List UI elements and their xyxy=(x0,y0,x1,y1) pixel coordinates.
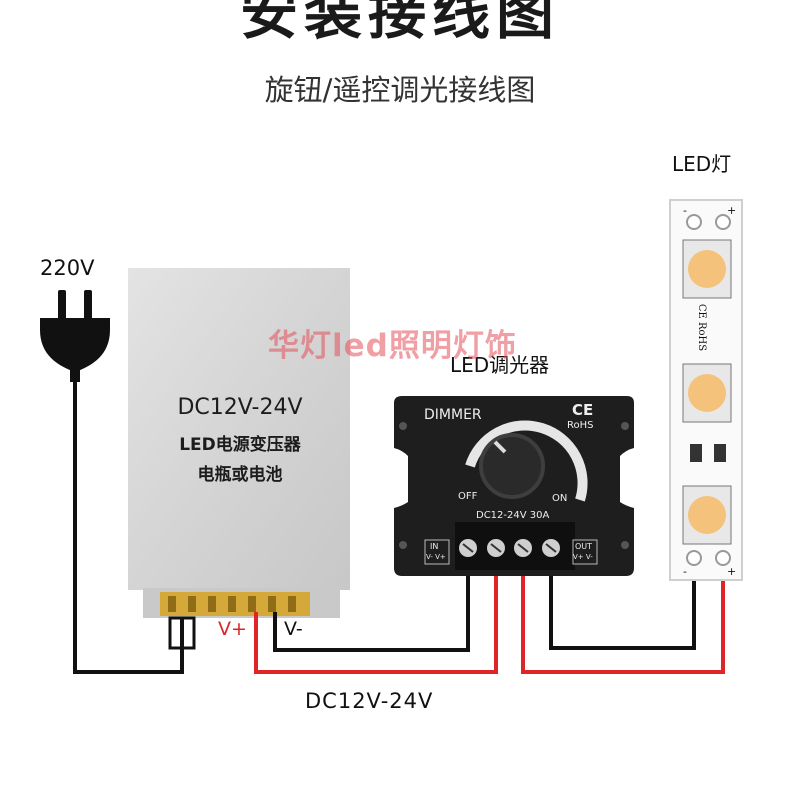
negative-wire-in xyxy=(273,565,470,652)
psu-name-text: LED电源变压器 xyxy=(179,435,301,455)
rohs-mark: RoHS xyxy=(567,420,594,431)
led-chip-icon xyxy=(688,496,726,534)
dimmer-device xyxy=(394,396,634,576)
watermark: 华灯led照明灯饰 xyxy=(268,328,517,364)
in-pins: V- V+ xyxy=(426,553,446,561)
strip-minus-top: - xyxy=(683,204,687,217)
led-strip xyxy=(669,199,743,581)
dimmer-rating: DC12-24V 30A xyxy=(476,510,550,521)
page-subtitle: 旋钮/遥控调光接线图 xyxy=(264,73,536,107)
on-label: ON xyxy=(552,493,568,504)
off-label: OFF xyxy=(458,491,478,502)
led-chip-icon xyxy=(688,250,726,288)
dimmer-brand: DIMMER xyxy=(424,407,482,423)
dc-voltage-label: DC12V-24V xyxy=(305,689,434,713)
v-plus-label: V+ xyxy=(218,618,247,640)
mains-wire xyxy=(73,380,184,674)
led-chip-icon xyxy=(688,374,726,412)
dimmer-knob xyxy=(479,433,545,499)
strip-marking: CE RoHS xyxy=(696,303,708,352)
strip-plus-bottom: + xyxy=(727,565,737,578)
led-strip-label: LED灯 xyxy=(672,152,732,176)
psu-alt-text: 电瓶或电池 xyxy=(197,465,283,485)
positive-wire-in xyxy=(254,565,498,674)
negative-wire-out xyxy=(549,565,696,650)
mains-voltage-label: 220V xyxy=(40,256,95,280)
positive-wire-out xyxy=(521,565,725,674)
out-label: OUT xyxy=(575,542,593,551)
psu-voltage-text: DC12V-24V xyxy=(177,395,303,420)
power-plug-icon xyxy=(40,290,110,382)
dimmer-label: LED调光器 xyxy=(450,353,550,377)
page-title: 安装接线图 xyxy=(239,0,560,47)
out-pins: V+ V- xyxy=(573,553,593,561)
strip-minus-bottom: - xyxy=(683,565,687,578)
in-label: IN xyxy=(430,542,439,551)
power-supply xyxy=(128,268,350,650)
v-minus-label: V- xyxy=(284,618,303,640)
ce-mark: CE xyxy=(572,401,594,419)
strip-plus-top: + xyxy=(727,204,737,217)
